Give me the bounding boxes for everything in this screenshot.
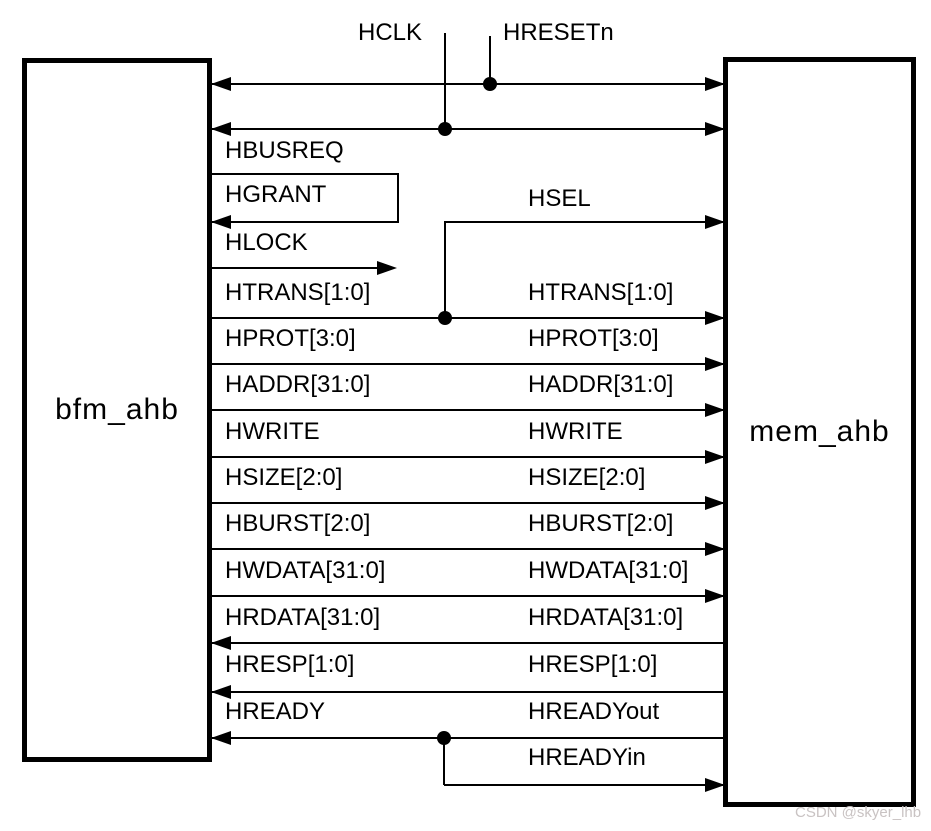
hresetn-vertical-line	[489, 36, 491, 84]
hsize-arrow-right-icon	[705, 496, 725, 510]
hbusreq-hgrant-loop-line	[397, 173, 399, 223]
hsel-arrow-right-icon	[705, 215, 725, 229]
signal-label-hrdata-left: HRDATA[31:0]	[225, 604, 381, 631]
hresetn-line	[211, 83, 725, 85]
hwdata-arrow-right-icon	[705, 589, 725, 603]
hgrant-line	[211, 221, 399, 223]
signal-label-hresp-left: HRESP[1:0]	[225, 651, 355, 678]
hclk-arrow-left-icon	[211, 122, 231, 136]
signal-label-hsize-left: HSIZE[2:0]	[225, 464, 343, 491]
hclk-arrow-right-icon	[705, 122, 725, 136]
signal-label-haddr-left: HADDR[31:0]	[225, 371, 371, 398]
hburst-line	[211, 548, 725, 550]
hlock-arrow-right-icon	[377, 261, 397, 275]
signal-label-hreadyout: HREADYout	[528, 698, 660, 725]
hresetn-label: HRESETn	[503, 19, 614, 46]
hwdata-line	[211, 595, 725, 597]
hbusreq-line	[211, 173, 399, 175]
signal-label-htrans-right: HTRANS[1:0]	[528, 279, 674, 306]
hresetn-arrow-right-icon	[705, 77, 725, 91]
signal-label-hlock: HLOCK	[225, 229, 308, 256]
signal-label-hready: HREADY	[225, 698, 326, 725]
hclk-junction-dot	[438, 122, 452, 136]
signal-label-hbusreq: HBUSREQ	[225, 137, 344, 164]
signal-label-hburst-left: HBURST[2:0]	[225, 510, 371, 537]
signal-label-hresp-right: HRESP[1:0]	[528, 651, 658, 678]
signal-label-hwrite-right: HWRITE	[528, 418, 623, 445]
hreadyin-vertical-line	[443, 737, 445, 785]
hresetn-arrow-left-icon	[211, 77, 231, 91]
hlock-line	[211, 267, 377, 269]
signal-label-hwdata-left: HWDATA[31:0]	[225, 557, 386, 584]
signal-label-hrdata-right: HRDATA[31:0]	[528, 604, 684, 631]
hclk-vertical-line	[444, 33, 446, 129]
hresp-arrow-left-icon	[211, 685, 231, 699]
htrans-line	[211, 317, 725, 319]
hresp-line	[211, 691, 725, 693]
haddr-arrow-right-icon	[705, 403, 725, 417]
htrans-junction-dot	[438, 311, 452, 325]
mem-ahb-block: mem_ahb	[723, 57, 916, 807]
hwrite-arrow-right-icon	[705, 450, 725, 464]
signal-label-hreadyin: HREADYin	[528, 744, 646, 771]
hclk-line	[211, 128, 725, 130]
csdn-watermark: CSDN @skyer_lhb	[795, 804, 922, 821]
htrans-arrow-right-icon	[705, 311, 725, 325]
signal-label-hprot-right: HPROT[3:0]	[528, 325, 659, 352]
hsel-line	[444, 221, 725, 223]
hgrant-arrow-left-icon	[211, 215, 231, 229]
signal-label-hburst-right: HBURST[2:0]	[528, 510, 674, 537]
hresetn-junction-dot	[483, 77, 497, 91]
hsize-line	[211, 502, 725, 504]
mem-ahb-block-label: mem_ahb	[749, 415, 890, 448]
signal-label-hsize-right: HSIZE[2:0]	[528, 464, 646, 491]
bfm-ahb-block-label: bfm_ahb	[55, 393, 179, 426]
bfm-ahb-block: bfm_ahb	[22, 58, 212, 762]
signal-label-hsel: HSEL	[528, 185, 591, 212]
hprot-line	[211, 363, 725, 365]
hburst-arrow-right-icon	[705, 542, 725, 556]
signal-label-hwdata-right: HWDATA[31:0]	[528, 557, 689, 584]
hclk-label: HCLK	[358, 19, 423, 46]
hrdata-line	[211, 642, 725, 644]
signal-label-hgrant: HGRANT	[225, 181, 327, 208]
signal-label-htrans-left: HTRANS[1:0]	[225, 279, 371, 306]
signal-label-hwrite-left: HWRITE	[225, 418, 320, 445]
hreadyout-line	[211, 737, 725, 739]
haddr-line	[211, 409, 725, 411]
hready-arrow-left-icon	[211, 731, 231, 745]
hreadyin-line	[444, 784, 725, 786]
hsel-vertical-line	[444, 221, 446, 318]
hrdata-arrow-left-icon	[211, 636, 231, 650]
signal-label-hprot-left: HPROT[3:0]	[225, 325, 356, 352]
hprot-arrow-right-icon	[705, 357, 725, 371]
hreadyin-arrow-right-icon	[705, 778, 725, 792]
signal-label-haddr-right: HADDR[31:0]	[528, 371, 674, 398]
hwrite-line	[211, 456, 725, 458]
